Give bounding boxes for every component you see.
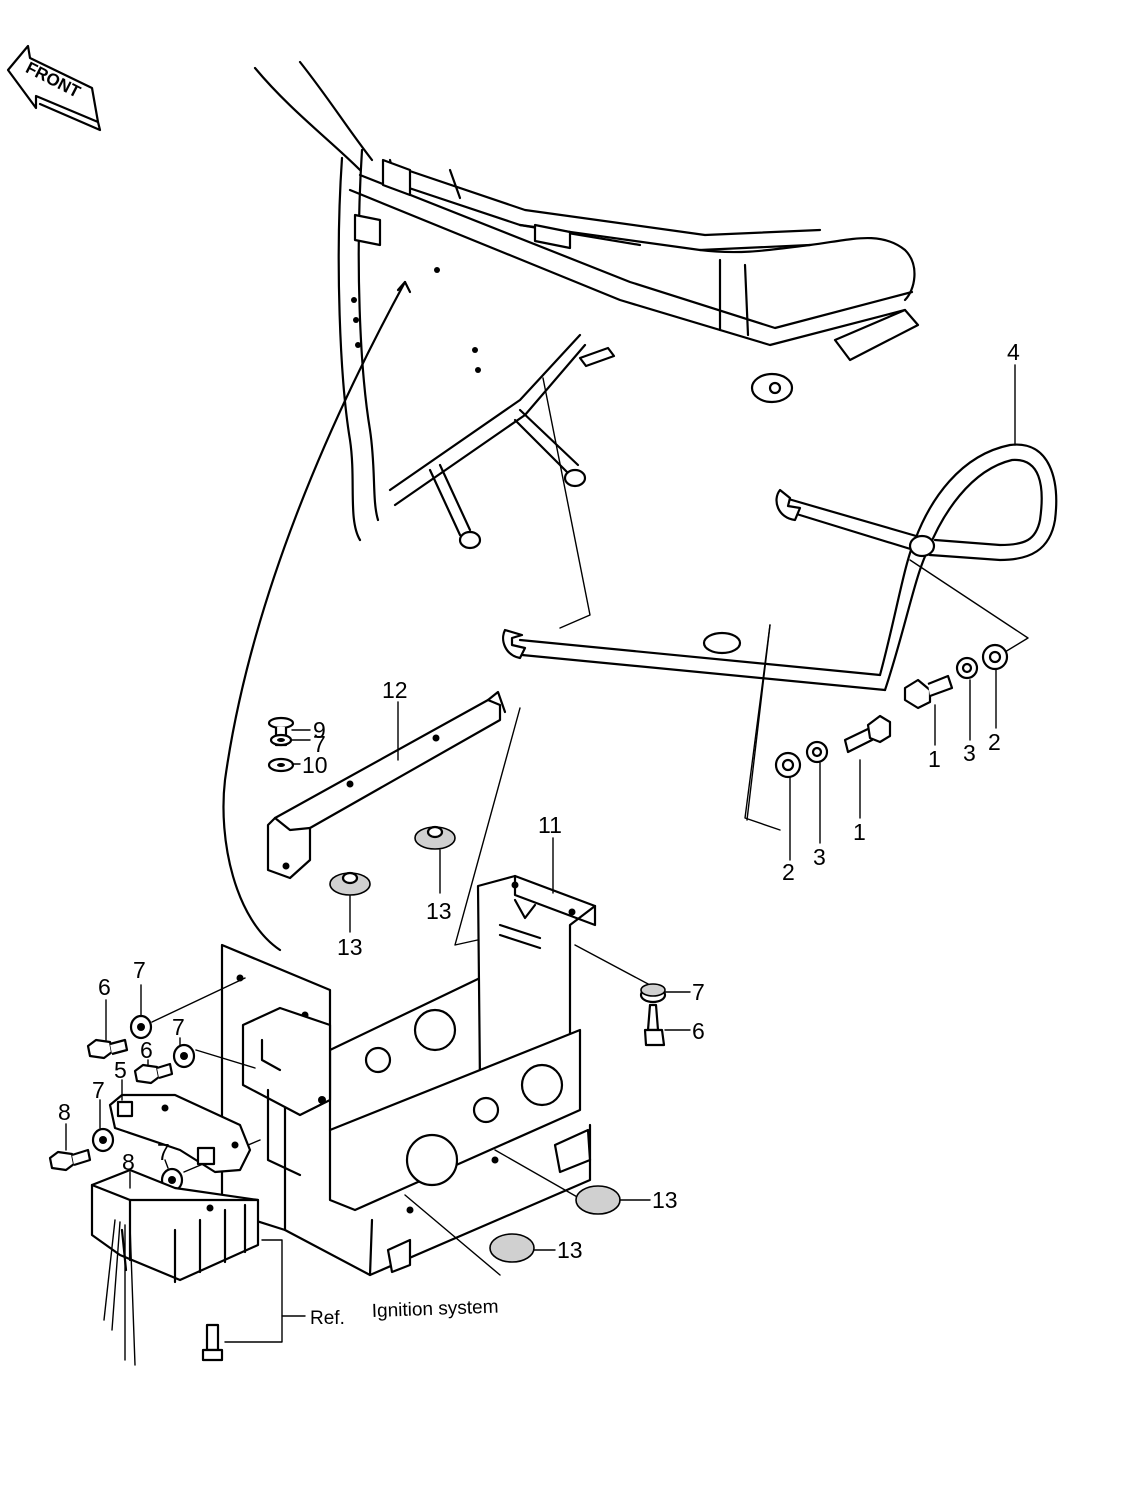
grommets-lower — [489, 1185, 621, 1263]
callout-4: 4 — [1007, 339, 1020, 365]
callout-7-left: 7 — [133, 957, 146, 983]
callout-1-lower: 1 — [853, 819, 866, 845]
callout-6-left-b: 6 — [140, 1037, 153, 1063]
callout-2-lower: 2 — [782, 859, 795, 885]
callout-numbers: 4 1 3 2 1 3 2 12 11 9 7 10 13 13 7 6 13 … — [58, 339, 1020, 1263]
callout-7-bracket: 7 — [313, 731, 326, 757]
regulator-unit — [90, 1168, 260, 1366]
callout-3-upper: 3 — [963, 740, 976, 766]
callout-7-left-b: 7 — [172, 1014, 185, 1040]
callout-7-left-d: 7 — [157, 1139, 170, 1165]
callout-8-upper: 8 — [58, 1099, 71, 1125]
callout-7-left-c: 7 — [92, 1077, 105, 1103]
callout-6-left: 6 — [98, 974, 111, 1000]
callout-12: 12 — [382, 677, 408, 703]
callout-6-case-right: 6 — [692, 1018, 705, 1044]
grommets-upper — [329, 825, 456, 896]
callout-1-upper: 1 — [928, 746, 941, 772]
leader-frame-to-bracket — [222, 280, 407, 952]
reference-bracket — [201, 1239, 306, 1362]
callout-13-lower-right: 13 — [652, 1187, 678, 1213]
grab-rail — [502, 443, 1058, 831]
ignition-system-label: Ignition system — [371, 1297, 498, 1322]
callout-5: 5 — [114, 1057, 127, 1083]
callout-10: 10 — [302, 752, 328, 778]
regulator-bracket — [108, 1093, 252, 1174]
callout-leaders — [65, 364, 1016, 1251]
front-arrow-icon: FRONT — [6, 44, 102, 132]
callout-7-case-right: 7 — [692, 979, 705, 1005]
battery-case — [220, 874, 651, 1277]
callout-11: 11 — [538, 812, 562, 838]
callout-13-upper-left: 13 — [337, 934, 363, 960]
callout-2-upper: 2 — [988, 729, 1001, 755]
callout-9: 9 — [313, 717, 326, 743]
callout-13-lower-left: 13 — [557, 1237, 583, 1263]
callout-8-lower: 8 — [122, 1149, 135, 1175]
battery-bracket — [266, 690, 521, 946]
callout-3-lower: 3 — [813, 844, 826, 870]
ref-label: Ref. — [310, 1308, 345, 1329]
fasteners-bracket — [267, 716, 295, 773]
callout-13-upper-right: 13 — [426, 898, 452, 924]
fasteners-right — [774, 643, 1009, 779]
frame — [253, 60, 920, 550]
fasteners-case-right — [639, 983, 667, 1047]
